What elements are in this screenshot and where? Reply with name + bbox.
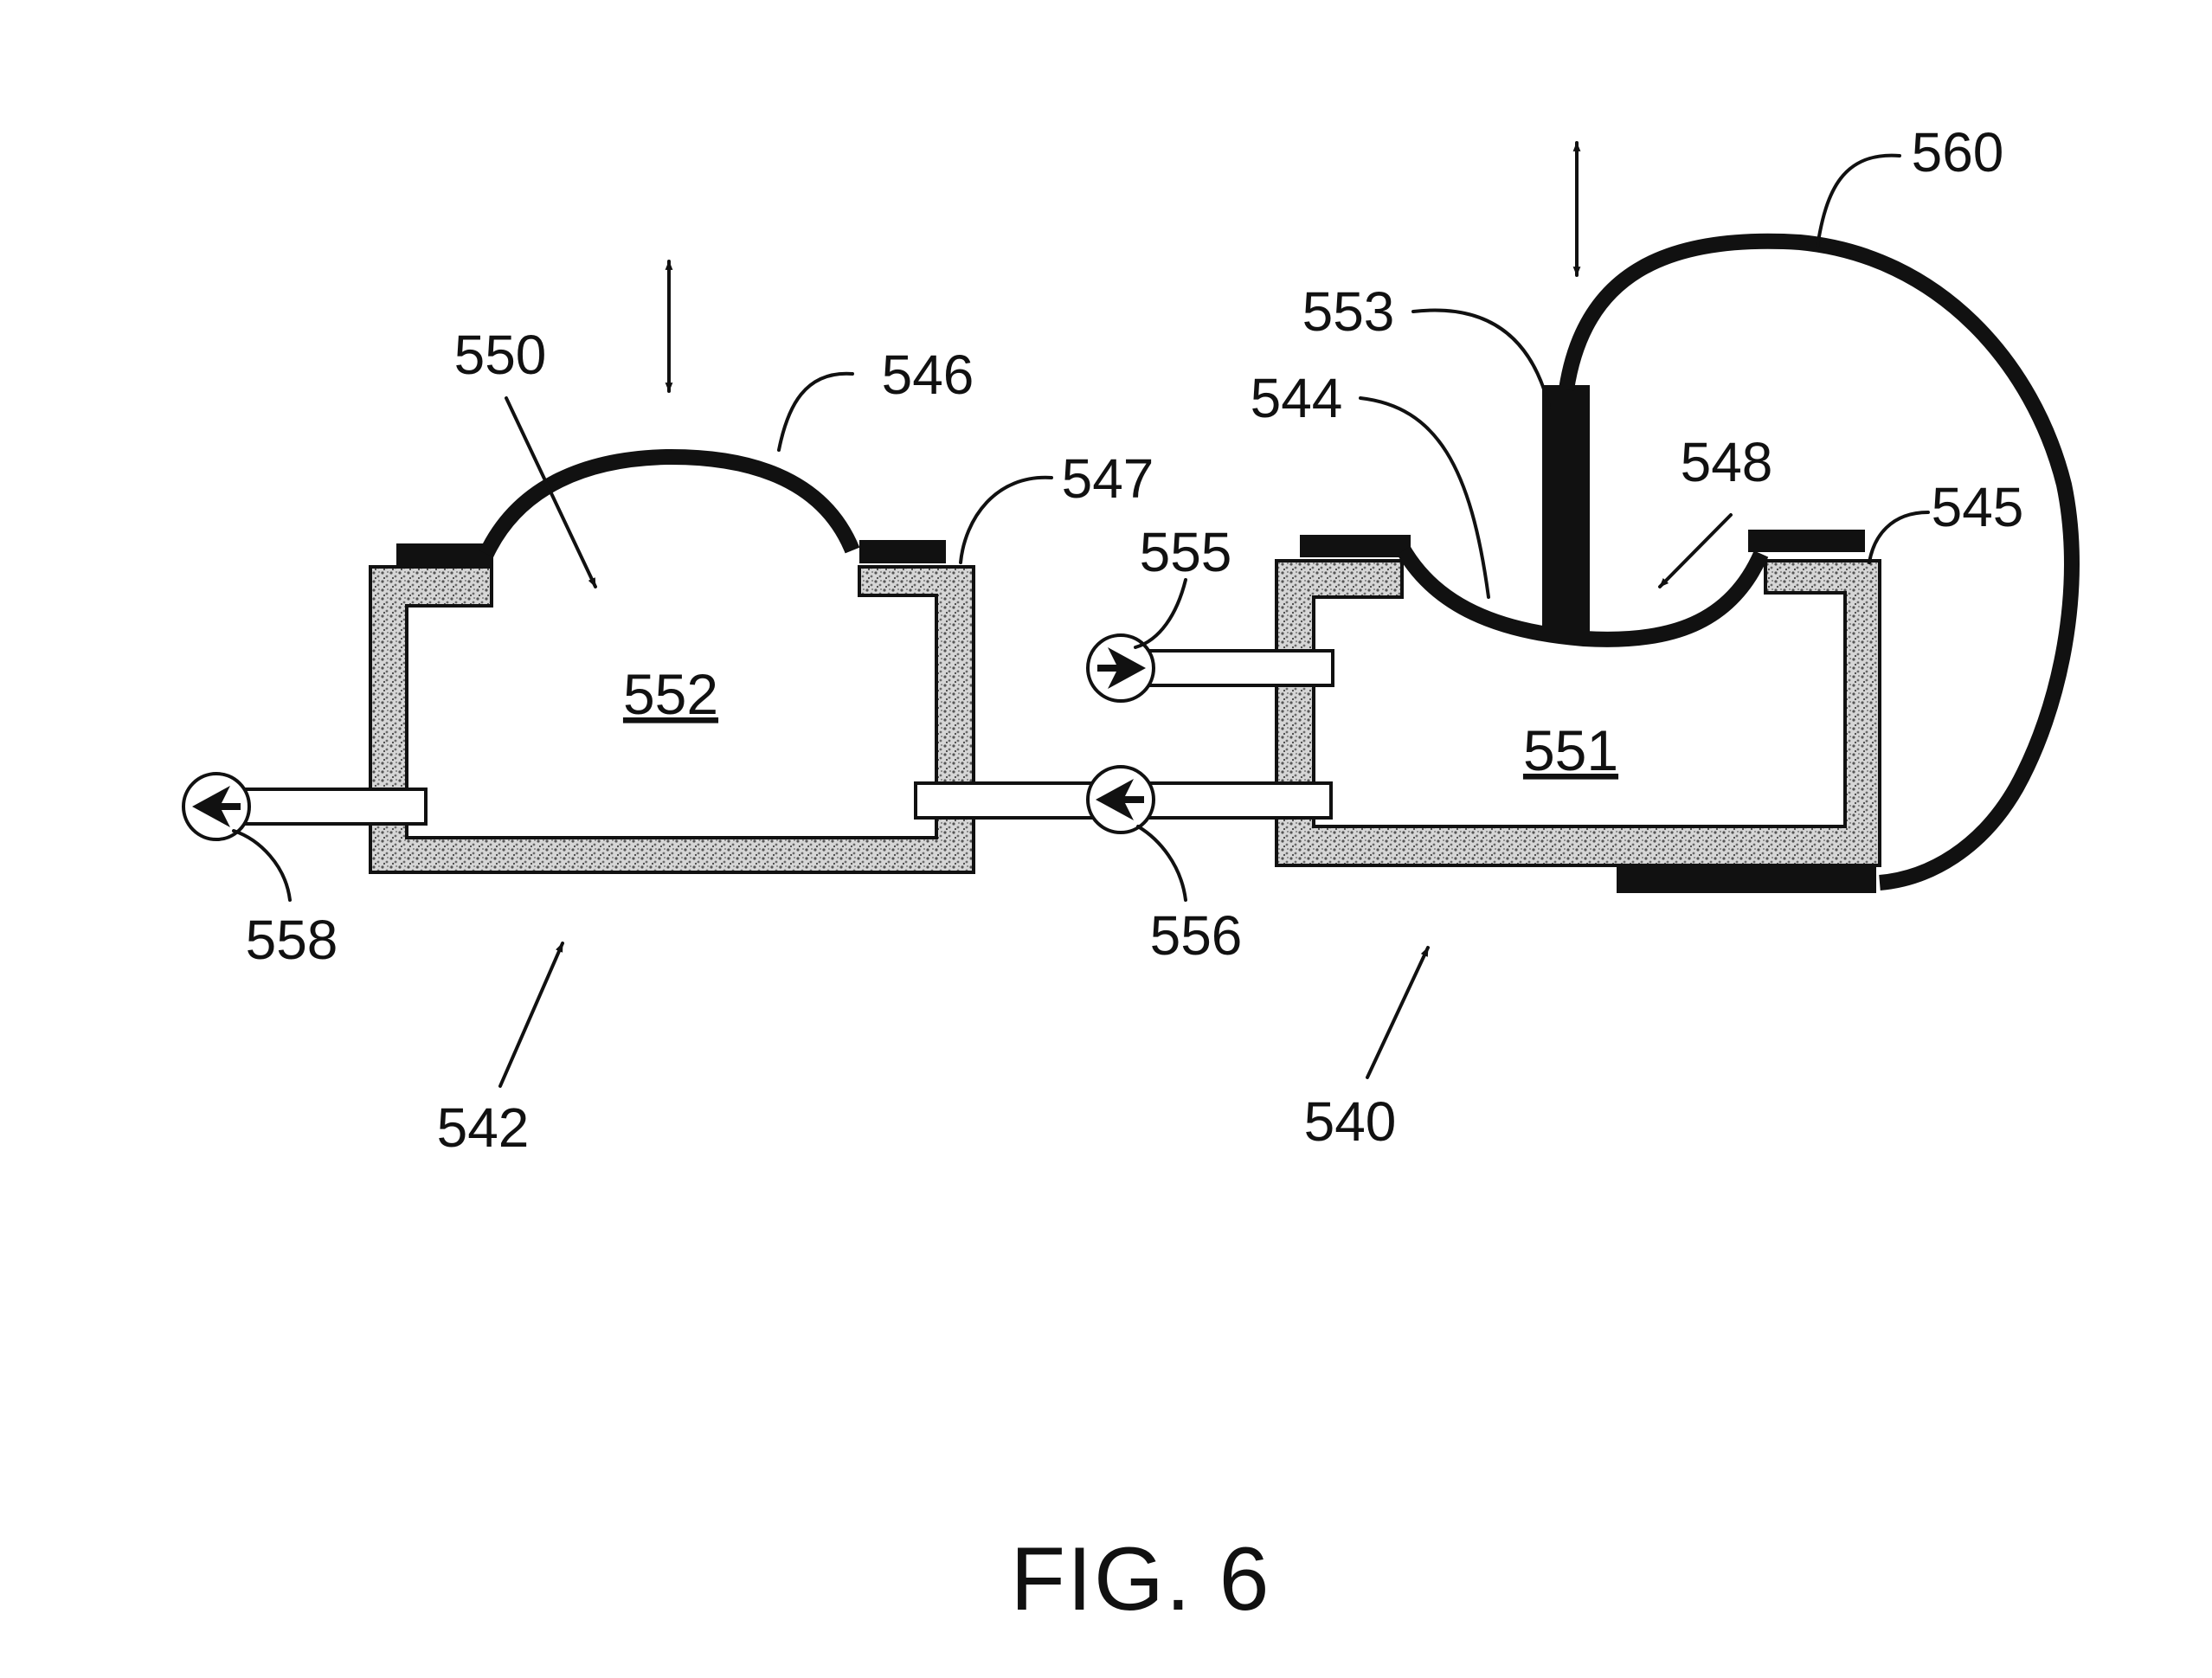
- right-chamber-540: [1276, 241, 2072, 893]
- ref-540: 540: [1304, 1090, 1397, 1153]
- right-rim-cap-left: [1300, 535, 1411, 557]
- ref-553: 553: [1302, 280, 1395, 343]
- left-rim-cap-left: [396, 543, 493, 567]
- chamber-label-552: 552: [623, 662, 718, 726]
- outlet-pipe-558: [242, 789, 426, 824]
- ref-547: 547: [1062, 447, 1154, 510]
- ref-550: 550: [454, 324, 547, 386]
- chamber-label-551: 551: [1523, 718, 1618, 782]
- ref-558: 558: [246, 909, 338, 971]
- ref-545: 545: [1932, 476, 2024, 538]
- ref-542: 542: [437, 1096, 530, 1159]
- figure-caption: FIG. 6: [1011, 1529, 1271, 1630]
- right-rim-cap-right: [1748, 530, 1865, 552]
- base-plate: [1617, 865, 1876, 893]
- ref-544: 544: [1251, 367, 1343, 429]
- leader-lines: [234, 156, 1928, 1086]
- ref-546: 546: [882, 344, 974, 406]
- check-valve-558: [183, 774, 249, 839]
- ref-548: 548: [1681, 431, 1773, 493]
- left-rim-cap-right: [859, 540, 946, 563]
- ref-556: 556: [1150, 904, 1243, 967]
- ref-560: 560: [1912, 121, 2004, 183]
- ref-555: 555: [1140, 521, 1232, 583]
- actuator-553: [1542, 385, 1590, 638]
- check-valve-556: [1088, 767, 1154, 833]
- inlet-pipe-555: [1141, 651, 1333, 685]
